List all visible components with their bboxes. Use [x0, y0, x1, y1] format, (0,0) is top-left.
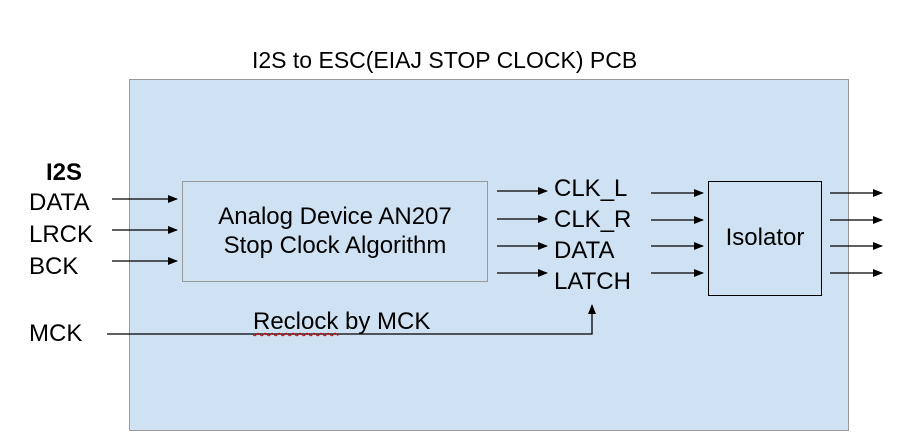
- data-output-label: DATA: [554, 237, 615, 264]
- stop-clock-algorithm-block: Analog Device AN207 Stop Clock Algorithm: [182, 181, 488, 282]
- bck-input-label: BCK: [29, 253, 79, 280]
- isolator-label: Isolator: [725, 224, 805, 252]
- data-input-label: DATA: [29, 189, 90, 216]
- clk-l-label: CLK_L: [554, 175, 628, 202]
- algorithm-line-2: Stop Clock Algorithm: [223, 231, 447, 259]
- reclock-label: Reclock by MCK: [253, 310, 430, 334]
- mck-reclock-line: [107, 304, 596, 335]
- diagram-title: I2S to ESC(EIAJ STOP CLOCK) PCB: [252, 47, 638, 73]
- reclock-word: Reclock: [253, 308, 339, 335]
- algorithm-line-1: Analog Device AN207: [218, 202, 452, 230]
- clk-r-label: CLK_R: [554, 206, 632, 233]
- isolator-block: Isolator: [708, 181, 822, 296]
- lrck-input-label: LRCK: [29, 221, 94, 248]
- mck-input-label: MCK: [29, 320, 83, 347]
- latch-label: LATCH: [554, 268, 631, 295]
- reclock-by-mck: by MCK: [338, 308, 431, 335]
- i2s-group-label: I2S: [46, 159, 83, 186]
